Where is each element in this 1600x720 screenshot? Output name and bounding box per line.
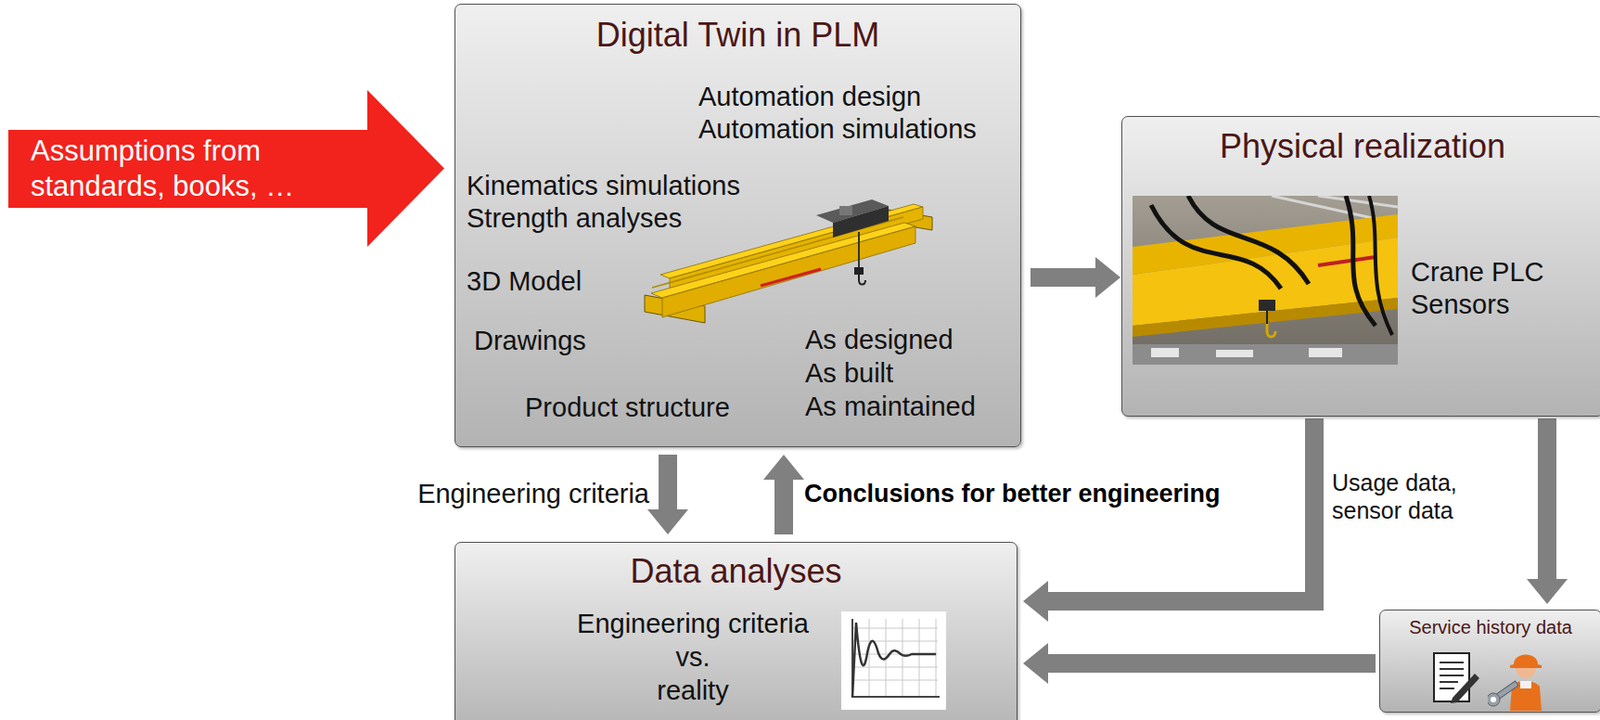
girder-bottom bbox=[1132, 297, 1398, 337]
flow-arrow bbox=[1047, 653, 1376, 673]
text-lines-part bbox=[1439, 667, 1464, 670]
crane-photo bbox=[1132, 195, 1398, 365]
hook bbox=[858, 274, 866, 285]
technician-icon bbox=[1487, 640, 1562, 711]
text-lines-part bbox=[1439, 661, 1464, 664]
logo-stripe bbox=[760, 268, 821, 286]
chart-grid-part bbox=[852, 640, 938, 642]
plm-panel: Digital Twin in PLM Automation designAuto… bbox=[454, 3, 1022, 448]
text-lines-part bbox=[1439, 687, 1455, 690]
flow-arrow bbox=[1047, 418, 1315, 602]
node-text: Drawings bbox=[473, 324, 587, 357]
flow-arrow bbox=[658, 454, 678, 511]
chart-grid-part bbox=[935, 618, 937, 697]
node-text: vs. bbox=[553, 640, 832, 673]
pen bbox=[1450, 673, 1480, 704]
node-text: As maintained bbox=[805, 390, 976, 423]
girder-top bbox=[651, 222, 916, 298]
chart-axes bbox=[852, 618, 940, 697]
flow-arrow bbox=[1537, 418, 1557, 580]
flow-arrow bbox=[774, 478, 794, 535]
panel-title: Physical realization bbox=[1122, 127, 1600, 167]
cable bbox=[1369, 195, 1393, 335]
machinery bbox=[1308, 347, 1343, 358]
node-text: Sensors bbox=[1410, 288, 1510, 320]
chart-curve bbox=[852, 622, 936, 697]
box-title: Service history data bbox=[1380, 615, 1600, 639]
walkway-rail bbox=[652, 217, 904, 288]
ceiling-strut bbox=[1318, 195, 1398, 207]
node-text: Strength analyses bbox=[466, 202, 682, 234]
chart-grid-part bbox=[919, 618, 921, 697]
edge-label: Conclusions for better engineering bbox=[804, 477, 1221, 510]
node-text: Engineering criteria bbox=[553, 607, 832, 640]
hoist-rope bbox=[857, 231, 860, 269]
node-text: As designed bbox=[805, 323, 954, 356]
panel-title: Digital Twin in PLM bbox=[455, 15, 1021, 55]
machinery bbox=[1216, 349, 1254, 358]
chart-grid bbox=[852, 618, 938, 697]
document-icon bbox=[1432, 651, 1483, 705]
arrow-shape bbox=[8, 89, 445, 247]
chart-grid-part bbox=[852, 627, 938, 629]
edge-label: Engineering criteria bbox=[371, 477, 650, 510]
hook-block bbox=[1258, 299, 1276, 311]
wrench bbox=[1487, 680, 1519, 706]
logo-stripe bbox=[1318, 256, 1376, 266]
cable bbox=[1345, 195, 1376, 326]
text-lines bbox=[1439, 662, 1464, 689]
edge-label: Usage data, sensor data bbox=[1331, 468, 1481, 525]
hook bbox=[1267, 323, 1276, 337]
photo-ground bbox=[1132, 195, 1398, 365]
node-text: Kinematics simulations bbox=[466, 169, 741, 202]
chart-grid-part bbox=[852, 679, 938, 681]
chart-grid-part bbox=[852, 666, 938, 668]
flow-arrow bbox=[1030, 268, 1097, 287]
trolley-motor bbox=[839, 205, 853, 216]
chart-grid-part bbox=[869, 618, 871, 697]
node-text: 3D Model bbox=[466, 265, 582, 297]
cable bbox=[1188, 195, 1309, 284]
chart-ground bbox=[841, 611, 947, 710]
node-text: Crane PLC bbox=[1410, 256, 1544, 288]
chart-grid-part bbox=[902, 618, 904, 697]
machinery bbox=[1151, 347, 1179, 358]
wrench-part bbox=[1487, 692, 1500, 706]
wrench-jaw bbox=[1490, 696, 1497, 703]
input-arrow: Assumptions from standards, books, … bbox=[8, 89, 445, 247]
cable bbox=[1151, 204, 1281, 289]
node-text: Product structure bbox=[524, 391, 730, 423]
collar bbox=[1520, 680, 1532, 689]
chart-icon bbox=[841, 611, 947, 710]
girder-side bbox=[662, 226, 916, 318]
node-text: Automation design bbox=[698, 80, 922, 113]
arrow-fill bbox=[8, 89, 445, 247]
arrow-text: Assumptions from standards, books, … bbox=[30, 133, 337, 205]
text-lines-part bbox=[1439, 674, 1464, 677]
node-text: Automation simulations bbox=[698, 113, 977, 145]
node-text: reality bbox=[553, 674, 832, 706]
trolley-body bbox=[832, 205, 889, 238]
machinery bbox=[1132, 344, 1398, 365]
hard-hat bbox=[1510, 654, 1542, 669]
hook-block bbox=[854, 267, 864, 275]
hoist-rope bbox=[1266, 310, 1268, 324]
text-lines-part bbox=[1439, 680, 1459, 683]
node-text: As built bbox=[805, 357, 894, 389]
panel-title: Data analyses bbox=[455, 551, 1017, 591]
